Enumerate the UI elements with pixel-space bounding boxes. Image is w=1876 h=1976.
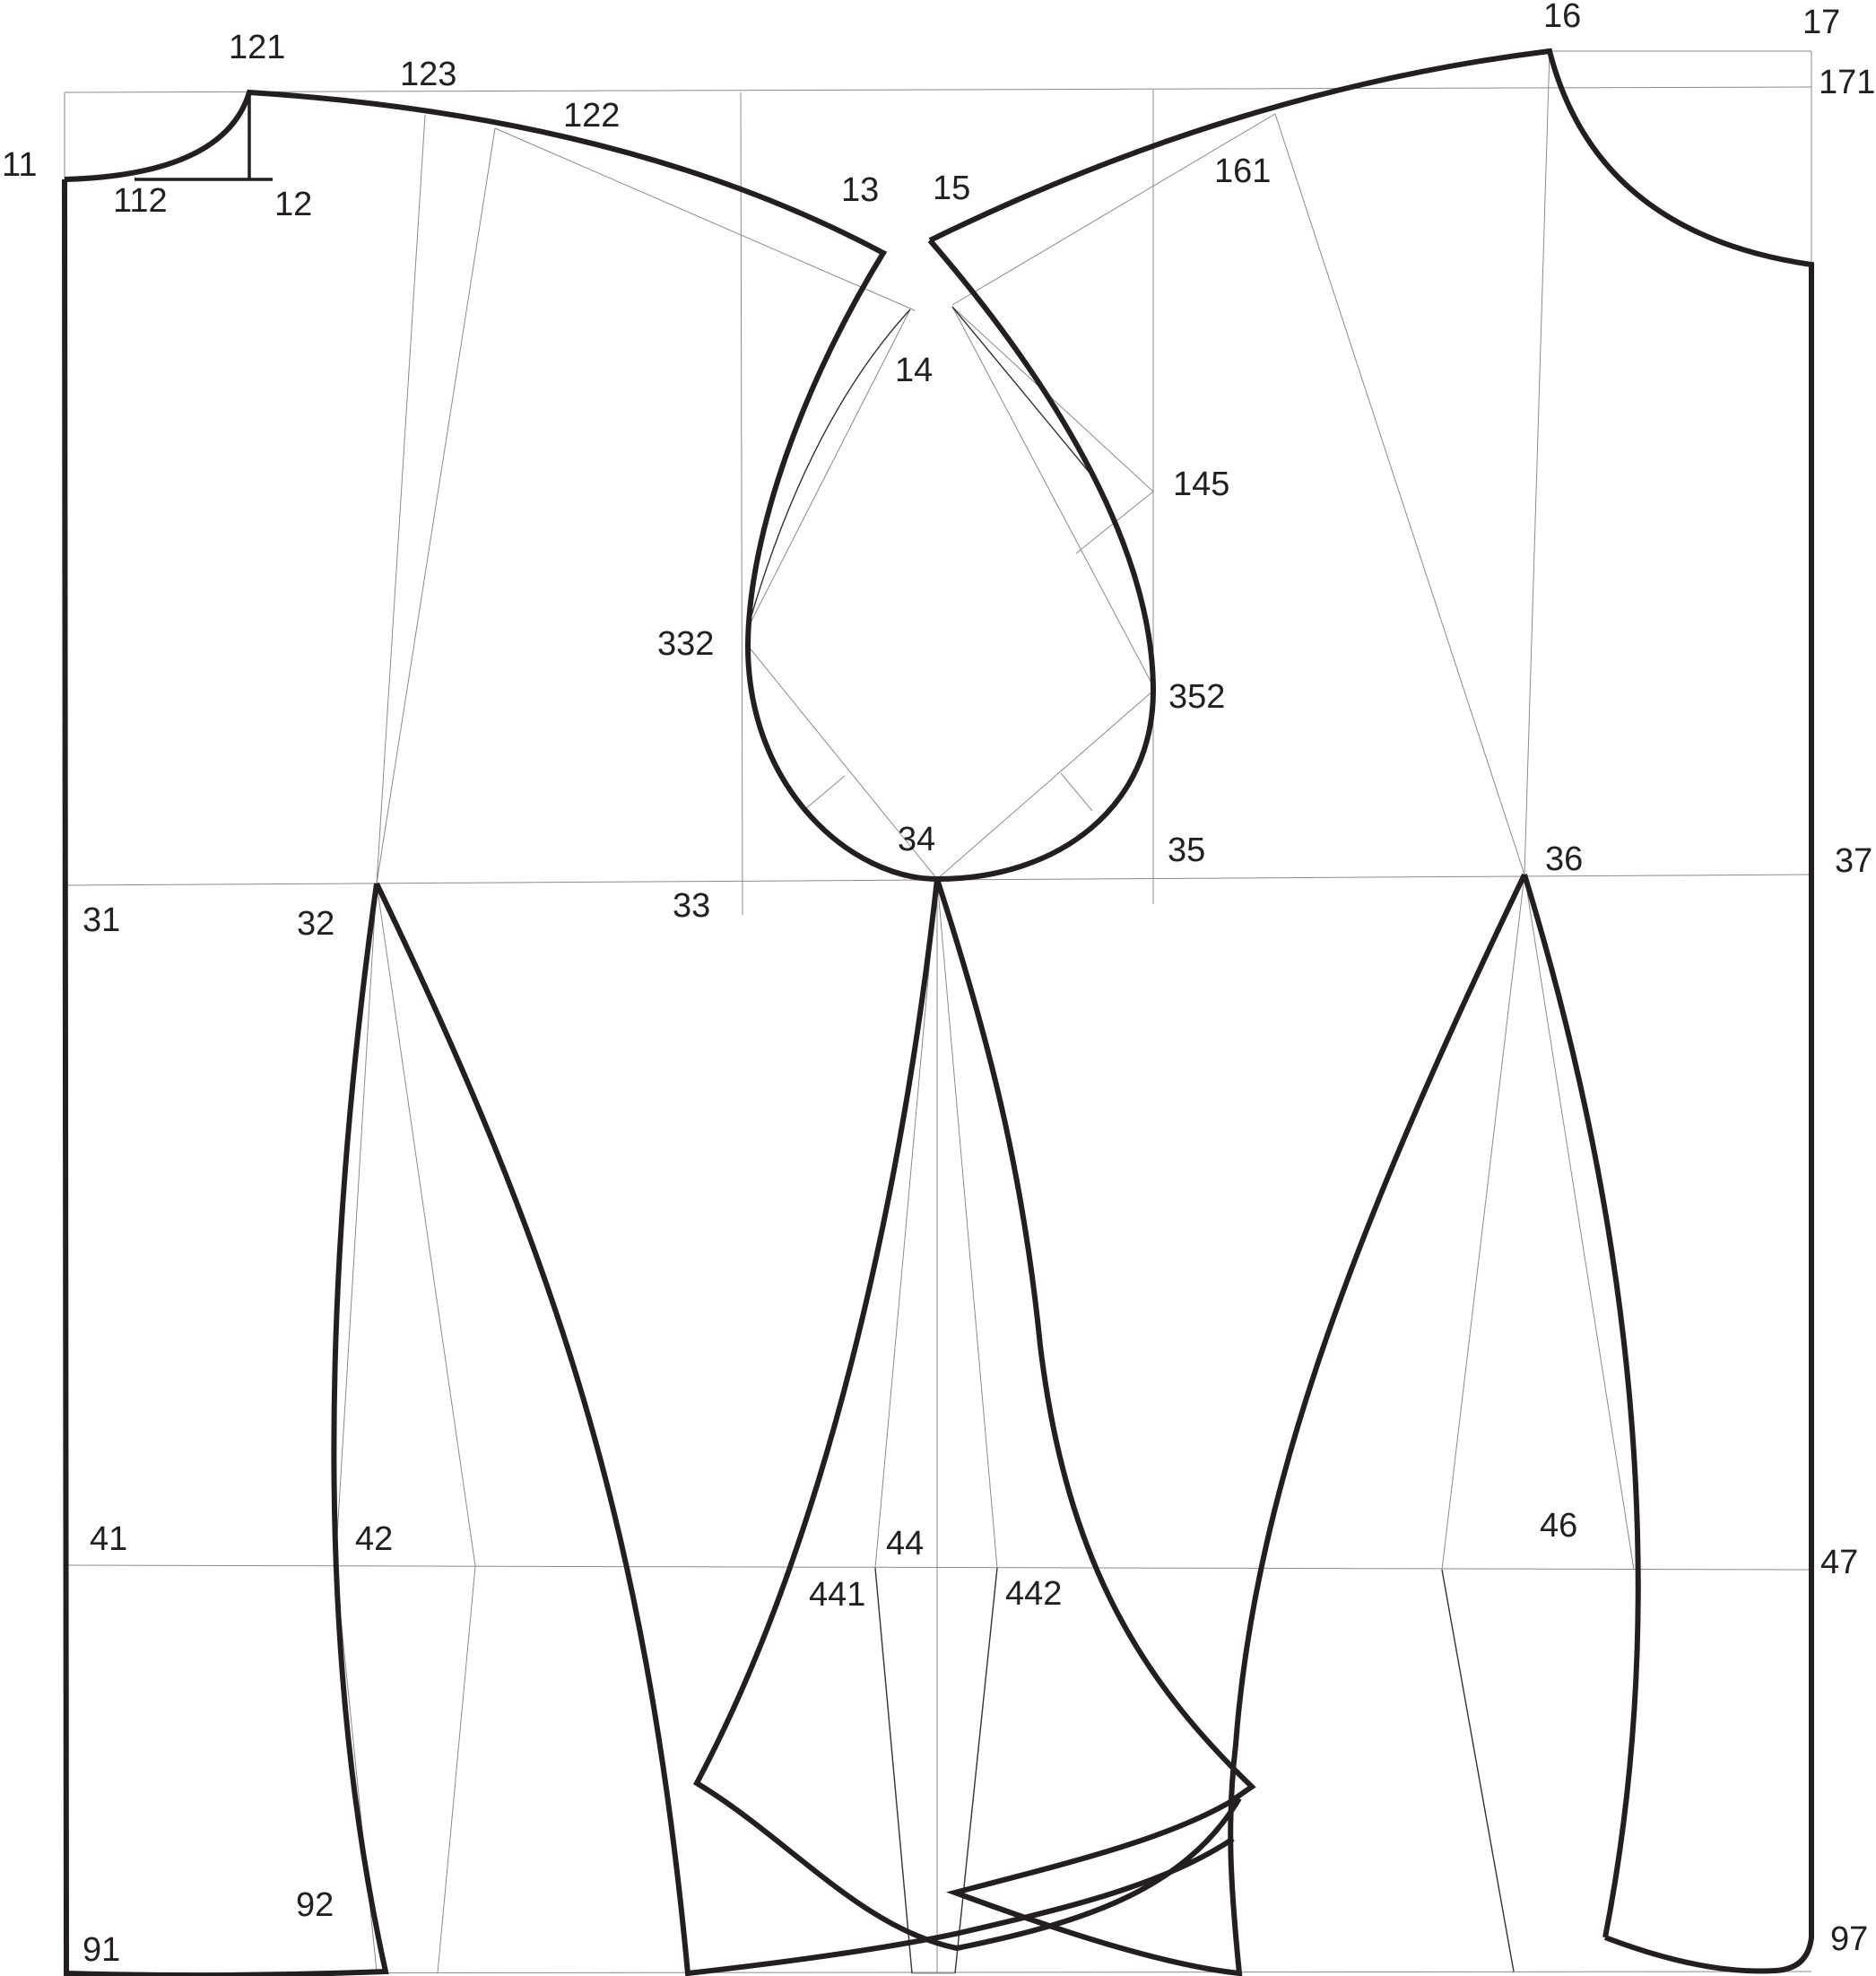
guide-14-145 [951,306,1154,492]
back-side-seam-outline [1522,874,1641,1938]
pattern-outlines [62,48,1814,1976]
guide-36-46a [1441,874,1525,1571]
guide-122-32 [376,127,496,884]
guide-front-armhole-curve [747,309,911,629]
guide-34-442 [936,878,998,1569]
label-11: 11 [2,146,37,184]
label-32: 32 [297,905,334,943]
guide-14-curve [951,306,1090,474]
label-14: 14 [895,352,933,389]
label-31: 31 [83,901,120,939]
back-armhole-outline [927,239,1157,882]
label-122: 122 [563,97,620,135]
guide-352-34 [936,690,1154,880]
label-441: 441 [809,1576,865,1614]
left-front-panel-outline [62,178,389,1976]
label-47: 47 [1820,1544,1858,1581]
guide-34-441 [874,878,938,1569]
label-171: 171 [1819,64,1875,101]
guide-hip-line [64,1564,1812,1571]
guide-441-941 [874,1567,913,1974]
label-91: 91 [83,1931,120,1969]
label-13: 13 [841,171,879,209]
label-44: 44 [886,1525,924,1563]
guide-161-14 [951,113,1276,306]
guide-42b-hem [437,1565,476,1974]
label-442: 442 [1005,1575,1062,1613]
label-92: 92 [296,1886,334,1924]
guide-vertical-33 [740,91,743,916]
guide-top-line [64,86,1812,93]
label-352: 352 [1168,678,1225,716]
guide-46a-hem [1441,1569,1515,1972]
center-gore-right-outline [934,873,1527,1976]
label-46: 46 [1540,1507,1577,1545]
label-17: 17 [1802,4,1840,41]
label-35: 35 [1168,831,1205,869]
guide-32-92 [334,883,378,1566]
guide-tick-back [1060,772,1093,812]
guide-161-36 [1274,113,1525,875]
guide-tick-front [804,775,846,810]
label-332: 332 [657,625,714,663]
guide-32-42b [376,883,476,1567]
guide-332-34 [747,645,938,880]
guide-123-32 [376,114,426,884]
label-112: 112 [113,182,168,220]
guide-442-942 [954,1567,998,1974]
guide-14-332 [747,309,911,629]
guide-122-14 [494,127,916,311]
front-side-panel-outline [374,882,1235,1976]
back-panel-outline [928,48,1814,1974]
label-42: 42 [355,1520,393,1558]
label-15: 15 [933,170,970,207]
label-12: 12 [274,186,312,223]
label-121: 121 [229,29,285,66]
guide-16-36 [1524,50,1550,875]
label-145: 145 [1173,466,1229,503]
label-123: 123 [400,56,456,93]
guide-14-352 [951,306,1154,687]
guide-36-46b [1524,874,1635,1571]
label-97: 97 [1830,1920,1868,1958]
construction-lines [64,50,1812,1974]
label-41: 41 [90,1520,127,1558]
label-16: 16 [1543,0,1581,35]
label-33: 33 [673,887,710,925]
label-34: 34 [898,821,935,858]
label-37: 37 [1835,842,1872,880]
label-161: 161 [1214,152,1271,190]
front-panel-outline [64,89,1242,1952]
label-36: 36 [1545,840,1583,878]
